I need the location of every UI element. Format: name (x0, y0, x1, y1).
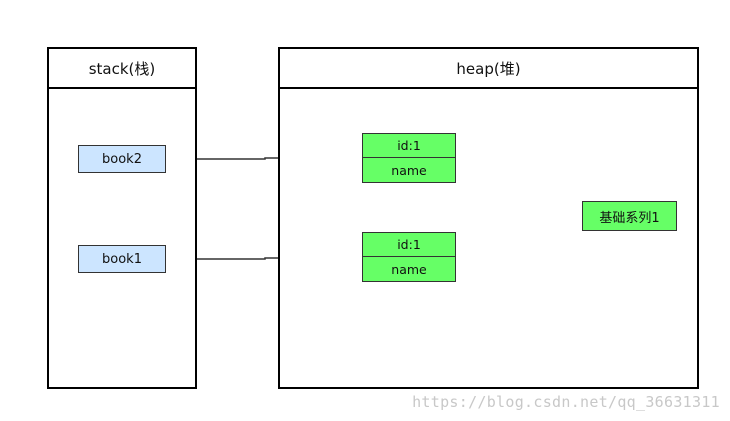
object-id-field: id:1 (363, 134, 455, 158)
heap-panel: heap(堆) (278, 47, 699, 389)
stack-title: stack(栈) (49, 49, 195, 89)
object-name-field: name (391, 162, 427, 178)
reference-book1: book1 (78, 245, 166, 273)
heap-title: heap(堆) (280, 49, 697, 89)
stack-panel: stack(栈) (47, 47, 197, 389)
watermark: https://blog.csdn.net/qq_36631311 (412, 393, 720, 411)
shared-string-value: 基础系列1 (582, 201, 677, 231)
object-id-field: id:1 (363, 233, 455, 257)
heap-object-bottom: id:1 name (362, 232, 456, 282)
reference-book2: book2 (78, 145, 166, 173)
object-name-field: name (391, 261, 427, 277)
heap-object-top: id:1 name (362, 133, 456, 183)
